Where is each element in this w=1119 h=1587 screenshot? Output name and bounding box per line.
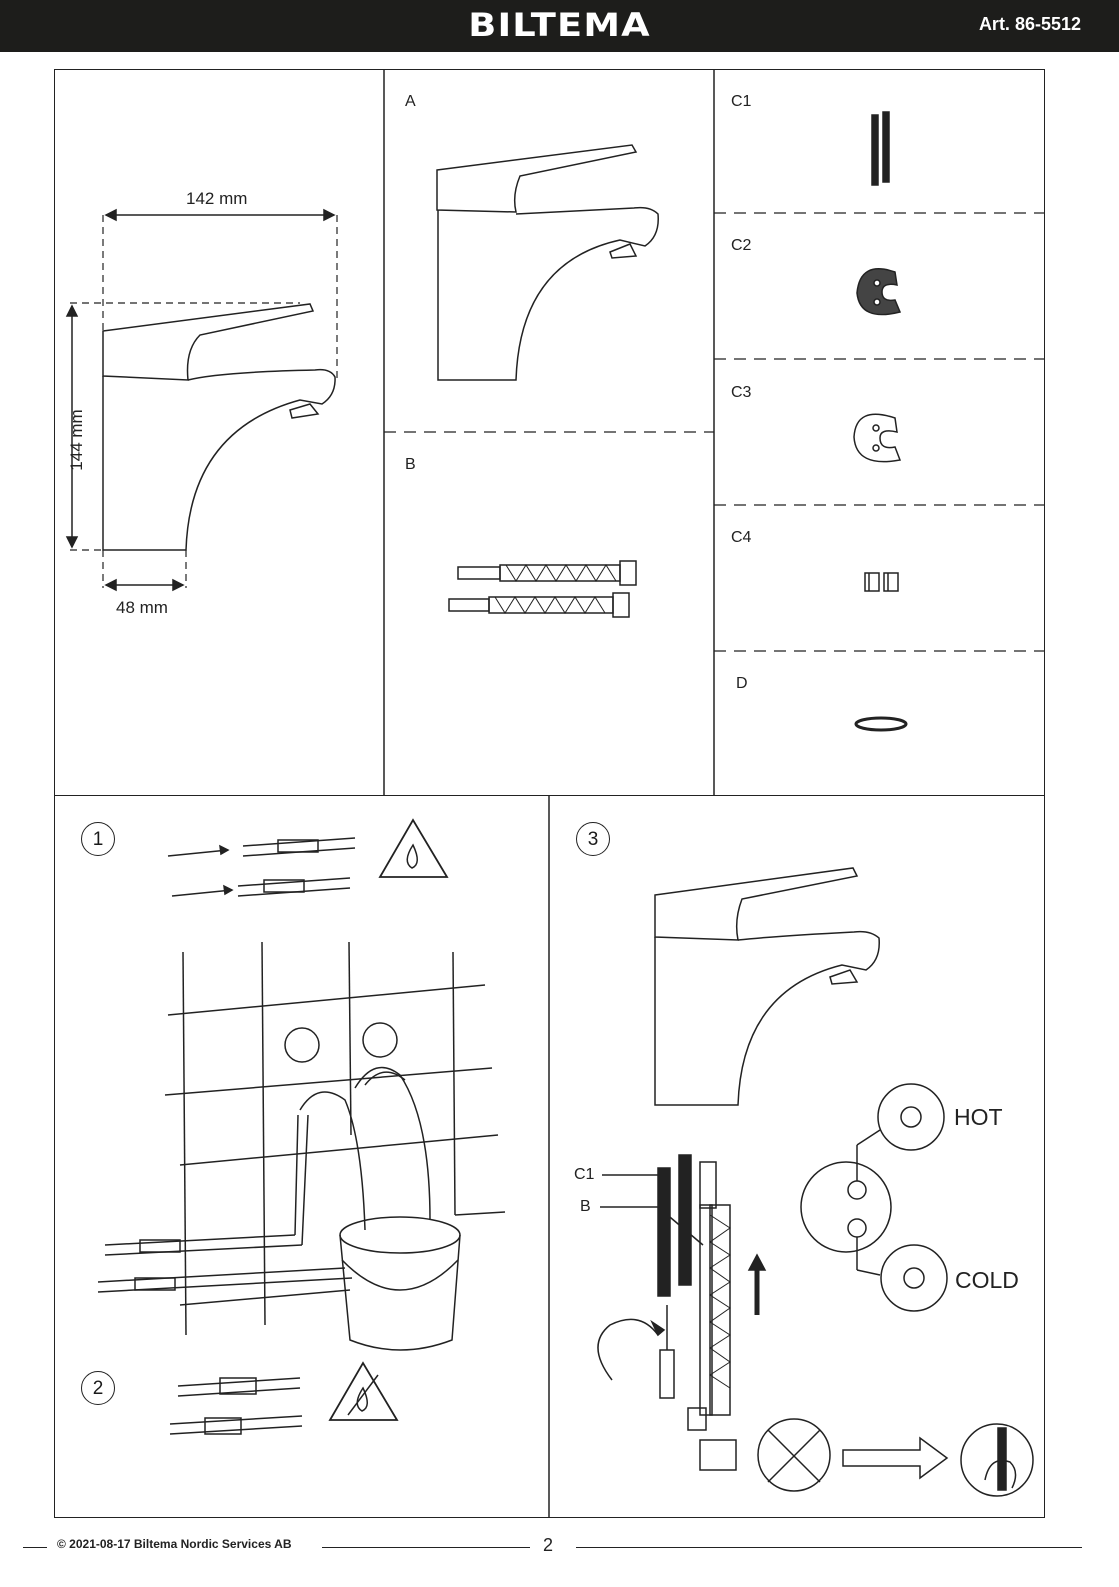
- step-number-1: 1: [81, 822, 115, 856]
- washer-d-icon: [856, 718, 906, 730]
- part-label-b: B: [405, 456, 416, 474]
- step-number-2: 2: [81, 1371, 115, 1405]
- flexible-hose-icon: [449, 561, 636, 617]
- width-dimension-label: 142 mm: [186, 189, 247, 209]
- step2-connect-illustration: [170, 1363, 397, 1434]
- part-label-c4: C4: [731, 529, 751, 547]
- faucet-step3-icon: [655, 868, 879, 1105]
- step3-b-label: B: [580, 1198, 591, 1216]
- no-tools-icon: [758, 1419, 830, 1491]
- hot-cold-diagram: [801, 1084, 947, 1311]
- footer-rule-mid: [322, 1547, 530, 1548]
- base-dimension-label: 48 mm: [116, 598, 168, 618]
- part-label-c3: C3: [731, 384, 751, 402]
- part-label-c2: C2: [731, 237, 751, 255]
- part-label-a: A: [405, 93, 416, 111]
- footer-rule-right: [576, 1547, 1082, 1548]
- hand-tighten-icon: [961, 1424, 1033, 1496]
- faucet-part-a-icon: [437, 145, 658, 380]
- footer-copyright: © 2021-08-17 Biltema Nordic Services AB: [57, 1537, 292, 1551]
- step1-flush-illustration: [98, 820, 505, 1350]
- part-label-d: D: [736, 675, 748, 693]
- cold-snowflake-icon: [881, 1245, 947, 1311]
- arrow-right-icon: [843, 1438, 947, 1478]
- hot-sun-icon: [878, 1084, 944, 1150]
- bracket-c2-icon: [857, 269, 900, 315]
- nut-c4-icon: [865, 573, 898, 591]
- part-label-c1: C1: [731, 93, 751, 111]
- bracket-c3-icon: [854, 414, 900, 461]
- page-number: 2: [543, 1535, 553, 1556]
- height-dimension-label: 144 mm: [67, 405, 87, 475]
- faucet-dimension-icon: [67, 210, 337, 590]
- cold-label: COLD: [955, 1267, 1019, 1294]
- step3-c1-label: C1: [574, 1166, 594, 1184]
- step-number-3: 3: [576, 822, 610, 856]
- hose-assembly-icon: [598, 1155, 765, 1470]
- footer-rule-left: [23, 1547, 47, 1548]
- rod-c1-icon: [872, 112, 889, 185]
- hot-label: HOT: [954, 1104, 1003, 1131]
